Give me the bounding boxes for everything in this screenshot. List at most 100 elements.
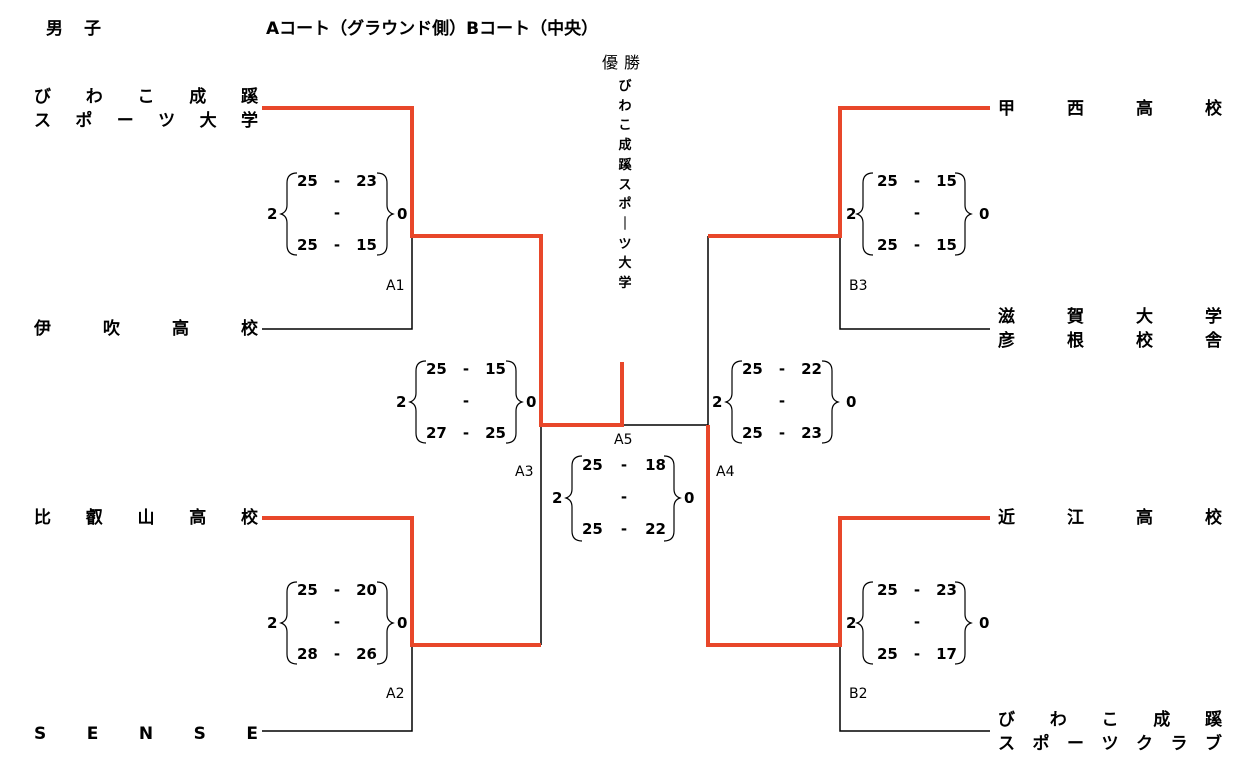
set-score-dash: - (462, 392, 470, 410)
a4-set-scores: 25-22- 25-23 (742, 360, 822, 456)
set-score-row: - (426, 392, 506, 424)
set-score-row: 27-25 (426, 424, 506, 456)
winner-path-left-1 (262, 106, 624, 427)
winner-path-right-3 (706, 425, 990, 647)
a4-set-wins-left: 2 (712, 393, 723, 411)
line-right-2 (839, 236, 990, 330)
brace-b2-right (954, 581, 973, 665)
line-left-4 (262, 645, 413, 732)
a2-set-wins-left: 2 (267, 614, 278, 632)
set-score-left: 25 (877, 581, 898, 599)
team-name-line: 比叡山高校 (34, 508, 258, 528)
set-score-dash: - (913, 613, 921, 631)
team-name-line: びわこ成蹊 (34, 87, 258, 107)
set-score-row: 25-22 (742, 360, 822, 392)
set-score-right: 15 (356, 236, 377, 254)
set-score-dash: - (333, 236, 341, 254)
match-label-a1: A1 (386, 278, 405, 294)
set-score-dash: - (778, 360, 786, 378)
a5-set-wins-left: 2 (552, 489, 563, 507)
set-score-right: 17 (936, 645, 957, 663)
a3-set-scores: 25-15-27-25 (426, 360, 506, 456)
match-label-a2: A2 (386, 686, 405, 702)
team-name-line: 近江高校 (998, 508, 1222, 528)
set-score-row: 25-15 (426, 360, 506, 392)
set-score-row: 25-18 (582, 456, 666, 488)
team-right-3: 近江高校 (998, 506, 1222, 530)
team-name-line: 彦根校舎 (998, 331, 1222, 351)
set-score-right: 26 (356, 645, 377, 663)
team-right-2: 滋賀大学彦根校舎 (998, 305, 1222, 353)
set-score-left: 25 (297, 172, 318, 190)
b2-set-scores: 25-23-25-17 (877, 581, 957, 677)
set-score-dash: - (462, 360, 470, 378)
set-score-row: 25-20 (297, 581, 377, 613)
set-score-dash: - (333, 645, 341, 663)
a2-set-scores: 25-20-28-26 (297, 581, 377, 677)
winner-path-left-3 (262, 516, 541, 647)
set-score-row: - (297, 204, 377, 236)
match-label-b2: B2 (849, 686, 868, 702)
set-score-left: 25 (297, 581, 318, 599)
team-left-3: 比叡山高校 (34, 506, 258, 530)
set-score-dash: - (913, 645, 921, 663)
set-score-dash: - (462, 424, 470, 442)
set-score-right: 22 (645, 520, 666, 538)
set-score-dash: - (913, 172, 921, 190)
team-name-line: 滋賀大学 (998, 307, 1222, 327)
bracket-base-lines (262, 236, 990, 732)
winner-path-right-1 (708, 106, 990, 238)
match-label-a4: A4 (716, 464, 735, 480)
brace-a5-right (663, 455, 682, 542)
set-score-left: 25 (742, 424, 763, 442)
match-label-a5: A5 (614, 432, 633, 448)
brace-a3-left (408, 360, 427, 444)
set-score-left: 25 (877, 172, 898, 190)
a3-set-wins-right: 0 (526, 393, 537, 411)
set-score-row: 25-23 (877, 581, 957, 613)
a1-set-wins-right: 0 (397, 205, 408, 223)
b3-set-scores: 25-15-25-15 (877, 172, 957, 268)
team-left-2: 伊吹高校 (34, 317, 258, 341)
set-score-row: 25-23 (742, 424, 822, 456)
set-score-dash: - (333, 172, 341, 190)
a2-set-wins-right: 0 (397, 614, 408, 632)
set-score-right: 18 (645, 456, 666, 474)
set-score-dash: - (333, 613, 341, 631)
set-score-left: 28 (297, 645, 318, 663)
a5-set-wins-right: 0 (684, 489, 695, 507)
a1-set-scores: 25-23-25-15 (297, 172, 377, 268)
set-score-left: 25 (877, 236, 898, 254)
set-score-row: 25-22 (582, 520, 666, 552)
set-score-dash: - (913, 236, 921, 254)
brace-a3-right (505, 360, 524, 444)
set-score-dash: - (333, 581, 341, 599)
set-score-dash: - (620, 520, 628, 538)
a1-set-wins-left: 2 (267, 205, 278, 223)
b3-set-wins-right: 0 (979, 205, 990, 223)
set-score-right: 15 (936, 172, 957, 190)
team-name-line: びわこ成蹊 (998, 710, 1222, 730)
a4-set-wins-right: 0 (846, 393, 857, 411)
line-right-4 (839, 645, 990, 732)
team-right-1: 甲西高校 (998, 97, 1222, 121)
set-score-row: 28-26 (297, 645, 377, 677)
set-score-left: 25 (582, 520, 603, 538)
set-score-row: - (582, 488, 666, 520)
set-score-row: 25-23 (297, 172, 377, 204)
score-braces (279, 172, 973, 665)
team-name-line: スポーツ大学 (34, 111, 258, 131)
match-label-a3: A3 (515, 464, 534, 480)
set-score-left: 27 (426, 424, 447, 442)
b2-set-wins-right: 0 (979, 614, 990, 632)
set-score-right: 23 (356, 172, 377, 190)
champion-team: びわこ成蹊スポ｜ツ大学 (618, 79, 632, 292)
set-score-row: - (297, 613, 377, 645)
brace-a4-left (724, 360, 743, 444)
set-score-right: 22 (801, 360, 822, 378)
set-score-row: 25-15 (877, 172, 957, 204)
set-score-dash: - (620, 488, 628, 506)
set-score-right: 20 (356, 581, 377, 599)
set-score-right: 15 (936, 236, 957, 254)
